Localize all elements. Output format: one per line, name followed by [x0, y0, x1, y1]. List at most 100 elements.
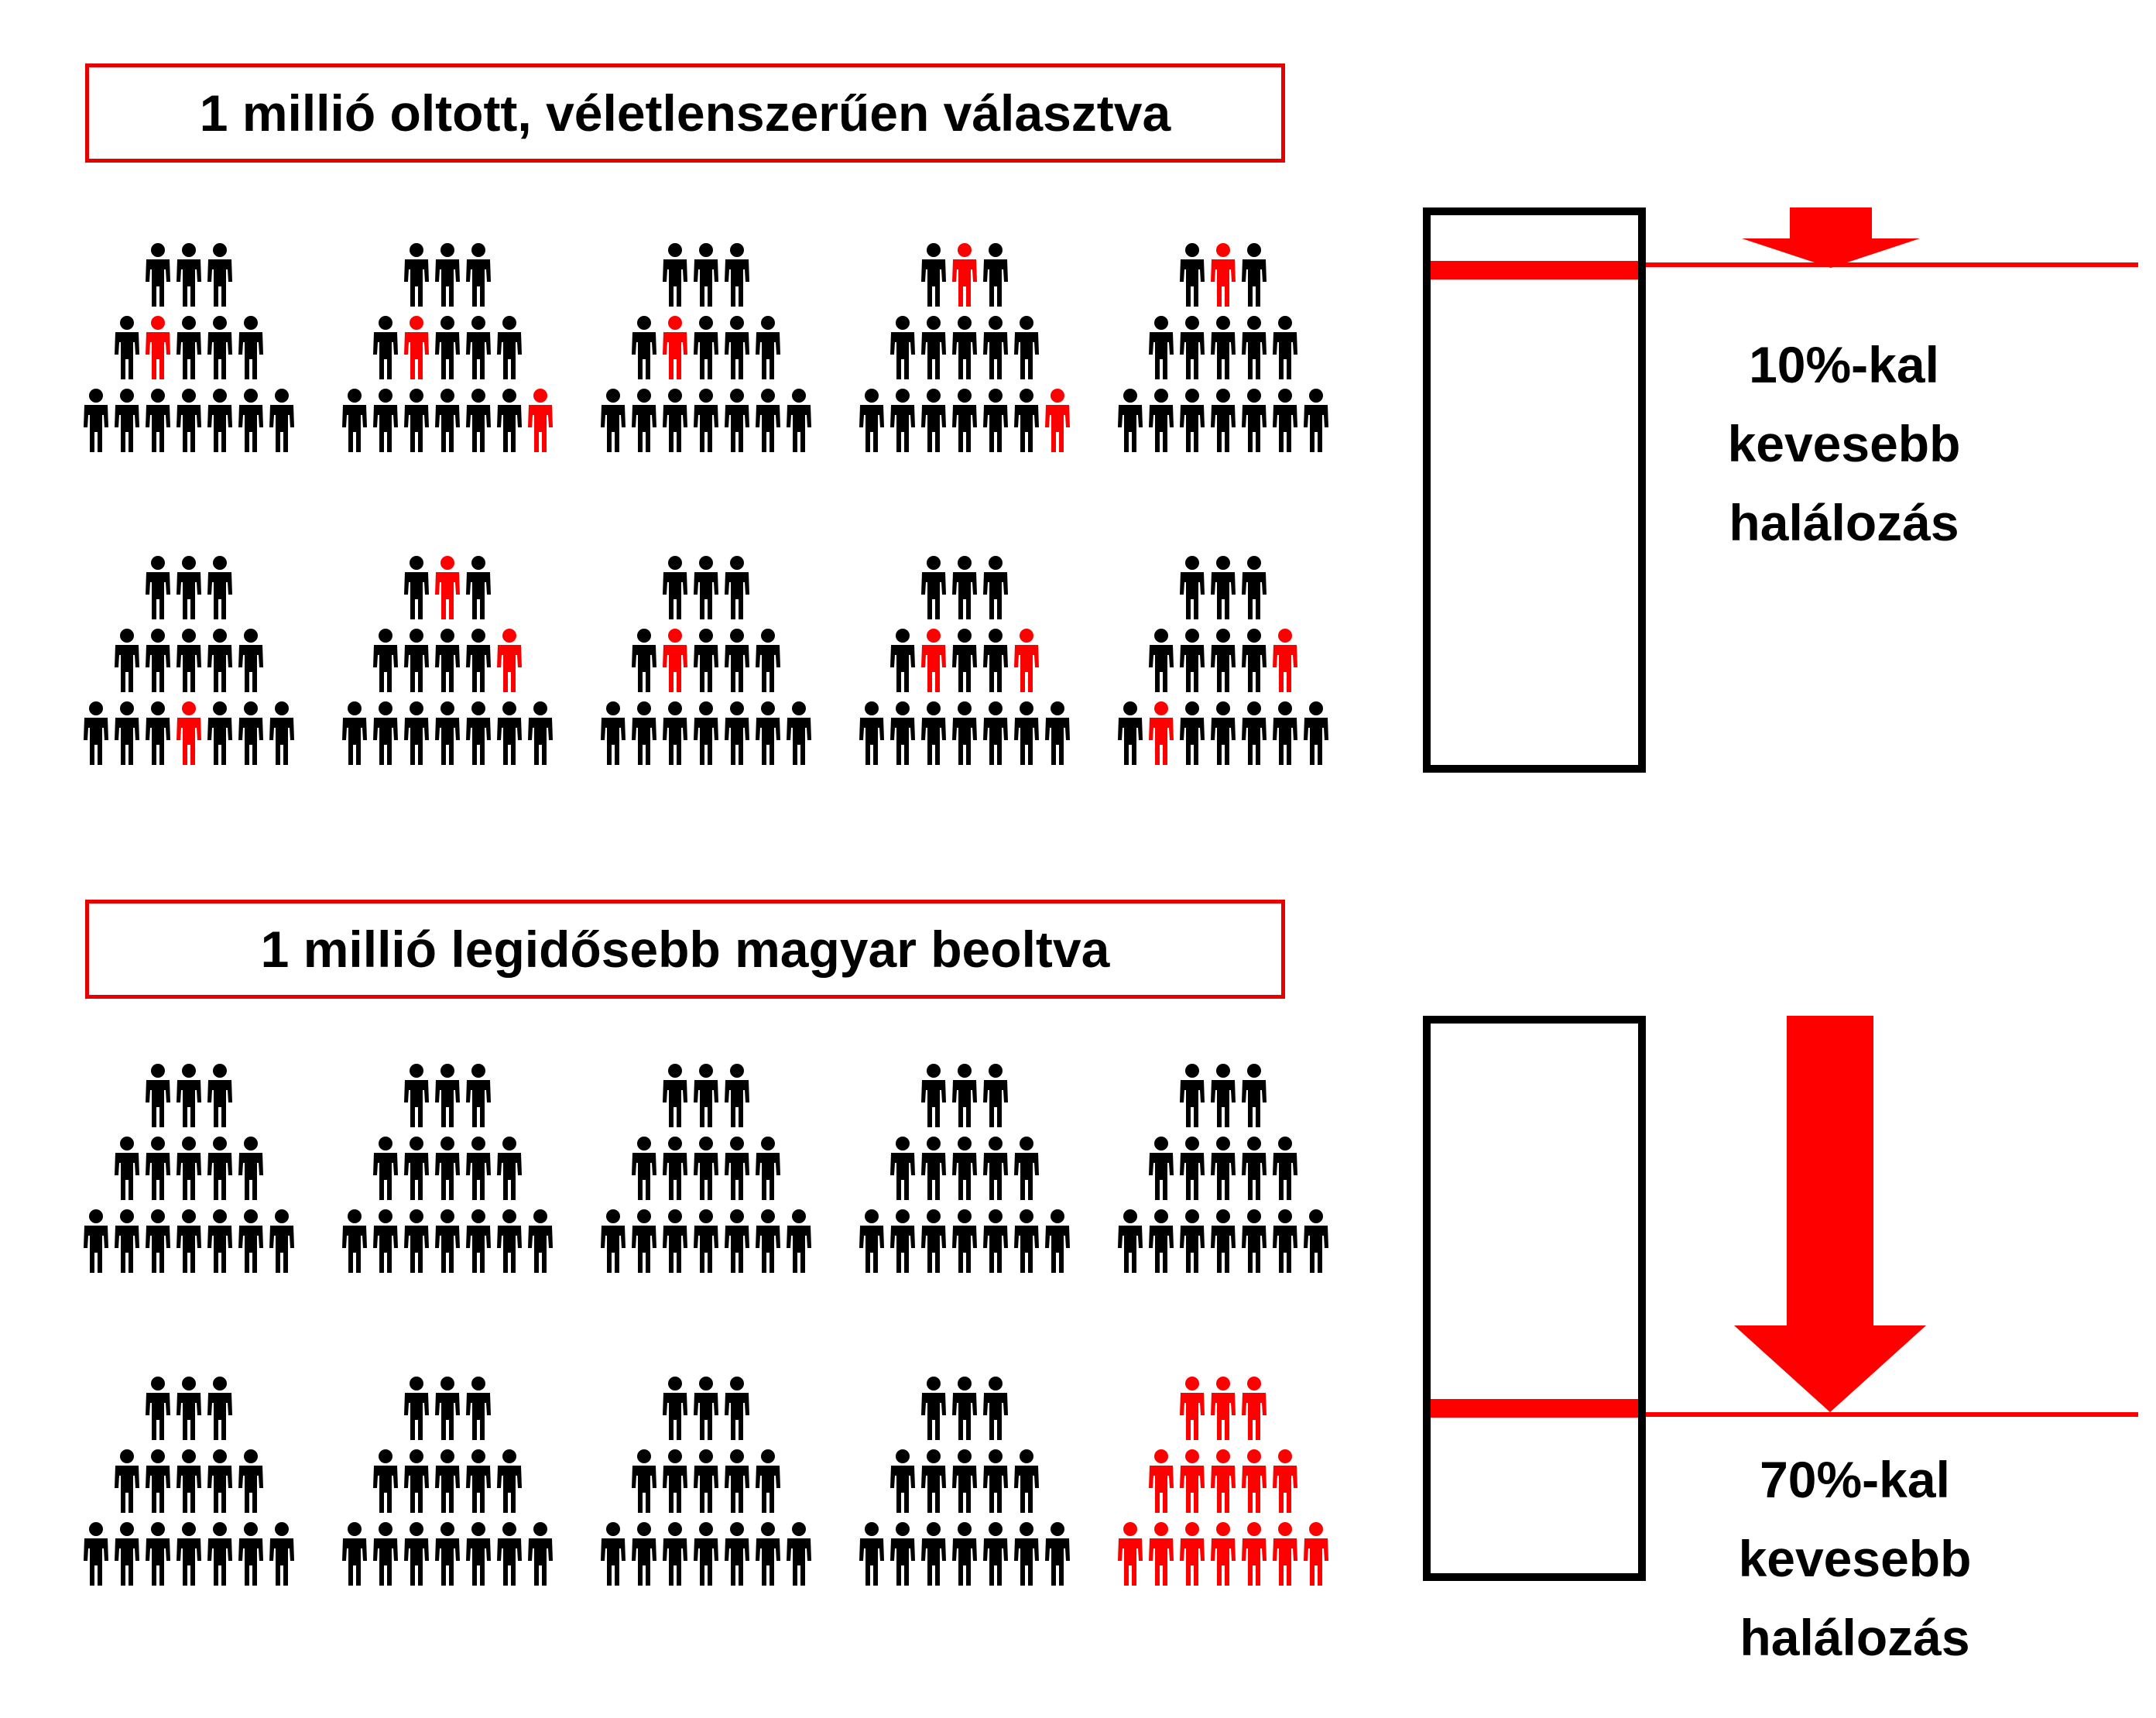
- people-group: [331, 551, 564, 768]
- person-icon: [1211, 243, 1236, 307]
- person-icon: [207, 1377, 232, 1440]
- person-icon: [921, 556, 946, 619]
- person-icon: [497, 1209, 522, 1273]
- person-icon: [921, 243, 946, 307]
- person-icon: [238, 1522, 263, 1586]
- person-icon: [1014, 1522, 1039, 1586]
- person-icon: [466, 1064, 491, 1127]
- people-groups: [84, 238, 1339, 1589]
- panel-title-oldest: 1 millió legidősebb magyar beoltva: [85, 900, 1285, 999]
- person-icon: [694, 316, 718, 379]
- person-icon: [177, 1522, 201, 1586]
- person-icon: [663, 556, 687, 619]
- person-icon: [632, 1137, 656, 1200]
- person-icon: [787, 1522, 811, 1586]
- person-icon: [1242, 556, 1267, 619]
- person-icon: [404, 316, 429, 379]
- person-icon: [983, 556, 1008, 619]
- mortality-level-marker: [1431, 261, 1638, 279]
- caption-line: halálozás: [1729, 494, 1959, 551]
- mortality-level-marker: [1431, 1399, 1638, 1418]
- person-icon: [207, 1522, 232, 1586]
- people-group: [848, 1059, 1081, 1276]
- people-group: [590, 1059, 822, 1276]
- person-icon: [466, 389, 491, 452]
- person-icon: [694, 1522, 718, 1586]
- down-arrow-icon: [1734, 1016, 1926, 1412]
- person-icon: [1242, 1522, 1267, 1586]
- person-icon: [952, 701, 977, 765]
- person-icon: [983, 701, 1008, 765]
- person-icon: [921, 316, 946, 379]
- person-icon: [859, 1522, 884, 1586]
- person-icon: [146, 389, 170, 452]
- person-icon: [1118, 389, 1143, 452]
- person-icon: [528, 389, 553, 452]
- person-icon: [115, 1522, 139, 1586]
- person-icon: [725, 389, 749, 452]
- person-icon: [1211, 1137, 1236, 1200]
- person-icon: [1180, 1449, 1205, 1513]
- person-icon: [632, 1209, 656, 1273]
- person-icon: [983, 1064, 1008, 1127]
- person-icon: [84, 701, 108, 765]
- person-icon: [952, 1449, 977, 1513]
- person-icon: [528, 1522, 553, 1586]
- person-icon: [146, 1377, 170, 1440]
- person-icon: [207, 1137, 232, 1200]
- person-icon: [1118, 1209, 1143, 1273]
- person-icon: [1180, 629, 1205, 692]
- person-icon: [373, 1449, 398, 1513]
- person-icon: [756, 316, 780, 379]
- person-icon: [1180, 316, 1205, 379]
- person-icon: [890, 1522, 915, 1586]
- person-icon: [404, 701, 429, 765]
- person-icon: [983, 1449, 1008, 1513]
- person-icon: [1211, 1449, 1236, 1513]
- person-icon: [1242, 1064, 1267, 1127]
- person-icon: [787, 1209, 811, 1273]
- person-icon: [177, 701, 201, 765]
- person-icon: [1211, 556, 1236, 619]
- caption-line: kevesebb: [1738, 1530, 1972, 1587]
- person-icon: [177, 243, 201, 307]
- people-group: [1107, 1372, 1339, 1589]
- person-icon: [725, 1377, 749, 1440]
- person-icon: [1273, 1209, 1297, 1273]
- person-icon: [177, 556, 201, 619]
- person-icon: [725, 1449, 749, 1513]
- person-icon: [983, 629, 1008, 692]
- person-icon: [1149, 1449, 1174, 1513]
- person-icon: [952, 316, 977, 379]
- person-icon: [632, 701, 656, 765]
- person-icon: [269, 389, 294, 452]
- person-icon: [663, 1522, 687, 1586]
- person-icon: [269, 1522, 294, 1586]
- person-icon: [983, 1209, 1008, 1273]
- person-icon: [207, 556, 232, 619]
- person-icon: [1242, 243, 1267, 307]
- person-icon: [756, 389, 780, 452]
- people-group: [590, 238, 822, 455]
- person-icon: [1014, 629, 1039, 692]
- person-icon: [146, 243, 170, 307]
- person-icon: [890, 701, 915, 765]
- person-icon: [1014, 1209, 1039, 1273]
- person-icon: [1180, 1209, 1205, 1273]
- person-icon: [1149, 1522, 1174, 1586]
- person-icon: [435, 1209, 460, 1273]
- person-icon: [207, 1209, 232, 1273]
- reduction-caption-oldest: 70%-kal kevesebb halálozás: [1677, 1440, 2033, 1677]
- person-icon: [694, 629, 718, 692]
- person-icon: [1273, 316, 1297, 379]
- person-icon: [342, 389, 367, 452]
- person-icon: [921, 701, 946, 765]
- person-icon: [177, 316, 201, 379]
- person-icon: [1180, 243, 1205, 307]
- person-icon: [694, 1137, 718, 1200]
- person-icon: [694, 243, 718, 307]
- people-group: [331, 1059, 564, 1276]
- person-icon: [921, 1449, 946, 1513]
- people-group: [331, 1372, 564, 1589]
- person-icon: [663, 1137, 687, 1200]
